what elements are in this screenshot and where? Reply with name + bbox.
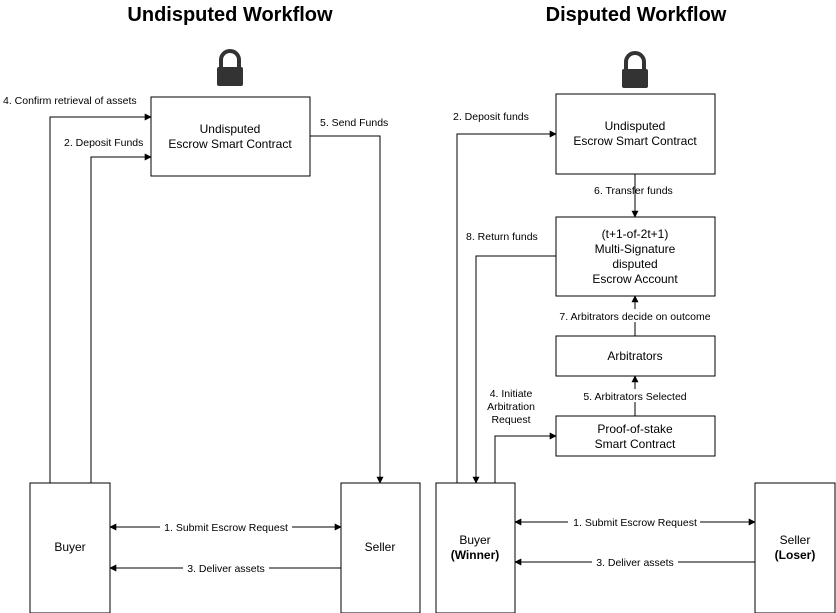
title-disputed: Disputed Workflow: [546, 4, 727, 26]
label-initiate-arbitration: Request: [491, 414, 530, 426]
label-arbitrators-decide: 7. Arbitrators decide on outcome: [559, 311, 710, 323]
arbitrators-label: Arbitrators: [607, 349, 662, 363]
edge-deposit-funds-disputed: [456, 130, 557, 483]
multisig-label: Escrow Account: [592, 272, 678, 286]
seller-box: [340, 482, 421, 613]
label-initiate-arbitration: 4. Initiate: [490, 388, 533, 400]
edge-initiate-arbitration: [494, 432, 557, 483]
lock-icon: [217, 49, 243, 86]
seller-loser-label: Seller: [780, 533, 811, 547]
multisig-label: (t+1-of-2t+1): [602, 227, 669, 241]
seller-loser-label: (Loser): [775, 548, 816, 562]
undisputed-contract-label: Undisputed: [200, 122, 261, 136]
label-submit-request: 1. Submit Escrow Request: [164, 522, 288, 534]
label-initiate-arbitration: Arbitration: [487, 401, 535, 413]
label-transfer-funds: 6. Transfer funds: [594, 185, 673, 197]
label-send-funds: 5. Send Funds: [320, 117, 388, 129]
buyer-winner-label: (Winner): [451, 548, 500, 562]
label-submit-request-disputed: 1. Submit Escrow Request: [573, 517, 697, 529]
title-undisputed: Undisputed Workflow: [127, 4, 333, 26]
pos-contract-box: [555, 415, 716, 457]
disputed-contract-label: Undisputed: [605, 119, 666, 133]
edge-confirm-retrieval: [49, 113, 152, 483]
multisig-label: Multi-Signature: [595, 242, 676, 256]
buyer-label: Buyer: [54, 540, 85, 554]
edge-deposit-funds: [90, 153, 152, 483]
lock-icon: [622, 51, 648, 88]
undisputed-contract-box: [150, 96, 311, 177]
label-deposit-funds-disputed: 2. Deposit funds: [453, 111, 529, 123]
label-deposit-funds: 2. Deposit Funds: [64, 137, 143, 149]
undisputed-contract-label: Escrow Smart Contract: [168, 137, 292, 151]
disputed-contract-label: Escrow Smart Contract: [573, 134, 697, 148]
edge-send-funds: [310, 135, 384, 484]
label-deliver-assets-disputed: 3. Deliver assets: [596, 557, 674, 569]
pos-label: Smart Contract: [595, 437, 676, 451]
label-arbitrators-selected: 5. Arbitrators Selected: [583, 391, 686, 403]
label-deliver-assets: 3. Deliver assets: [187, 563, 265, 575]
edge-return-funds: [472, 255, 556, 484]
multisig-label: disputed: [612, 257, 657, 271]
label-confirm-retrieval: 4. Confirm retrieval of assets: [3, 95, 137, 107]
pos-label: Proof-of-stake: [597, 422, 673, 436]
buyer-box: [29, 482, 111, 613]
label-return-funds: 8. Return funds: [466, 231, 538, 243]
seller-label: Seller: [365, 540, 396, 554]
buyer-winner-label: Buyer: [459, 533, 490, 547]
seller-loser-box: [754, 482, 836, 613]
